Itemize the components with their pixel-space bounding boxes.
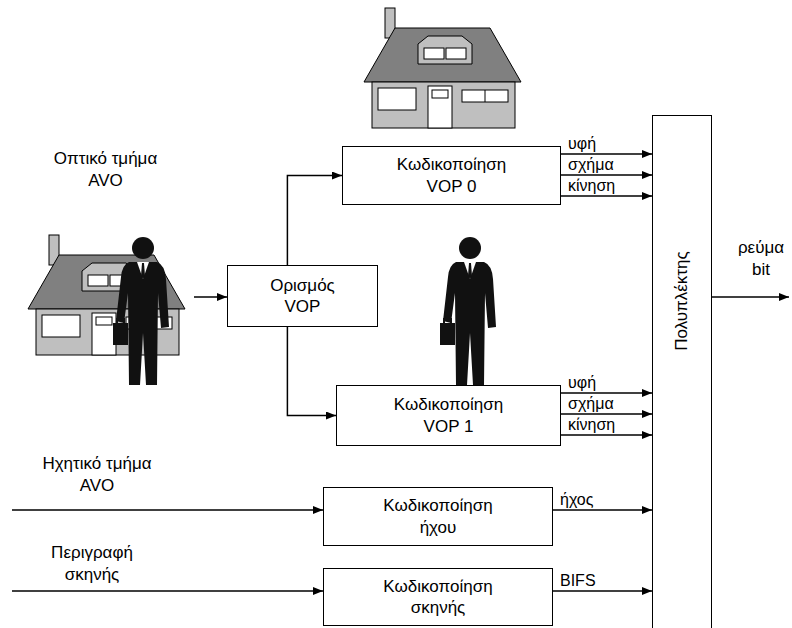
output-arrow [712,296,789,298]
signal-label: υφή [568,374,596,391]
connector-arrow [561,195,652,197]
signal-label: υφή [568,135,596,152]
signal-label: κίνηση [568,416,615,433]
part-label: Ηχητικό τμήμα AVO [42,453,152,497]
box-label: Κωδικοποίηση VOP 1 [394,394,503,437]
box-label: Κωδικοποίηση ήχου [383,495,492,538]
connector-arrow [553,590,652,592]
man-figure [440,237,496,385]
part-label: ρεύμα bit [733,237,789,281]
process-box: Κωδικοποίηση ήχου [323,487,553,546]
connector-arrow [287,176,342,266]
multiplexer-box: Πολυπλέκτης [652,115,712,628]
part-label: Περιγραφή σκηνής [37,542,147,586]
part-label: Οπτικό τμήμα AVO [43,148,168,192]
input-arrow [12,509,323,511]
process-box: Κωδικοποίηση σκηνής [323,568,553,626]
signal-label: κίνηση [568,177,615,194]
connector-arrow [561,153,652,155]
man-figure [113,237,169,385]
connector-arrow [561,174,652,176]
signal-label: BIFS [560,572,596,589]
signal-label: ήχος [560,491,593,508]
signal-label: σχήμα [568,156,614,173]
house-figure [364,8,521,128]
box-label: Ορισμός VOP [270,275,335,318]
process-box: Κωδικοποίηση VOP 0 [342,146,561,205]
connector-arrow [561,434,652,436]
input-arrow [12,590,323,592]
connector-arrow [287,327,336,416]
connector-arrow [561,392,652,394]
input-arrow [194,296,227,298]
signal-label: σχήμα [568,395,614,412]
box-label: Κωδικοποίηση σκηνής [383,576,492,619]
connector-arrow [553,509,652,511]
connector-arrow [561,413,652,415]
box-label: Κωδικοποίηση VOP 0 [397,154,506,197]
process-box: Ορισμός VOP [227,265,378,327]
process-box: Κωδικοποίηση VOP 1 [336,385,561,446]
multiplexer-label: Πολυπλέκτης [671,251,692,350]
